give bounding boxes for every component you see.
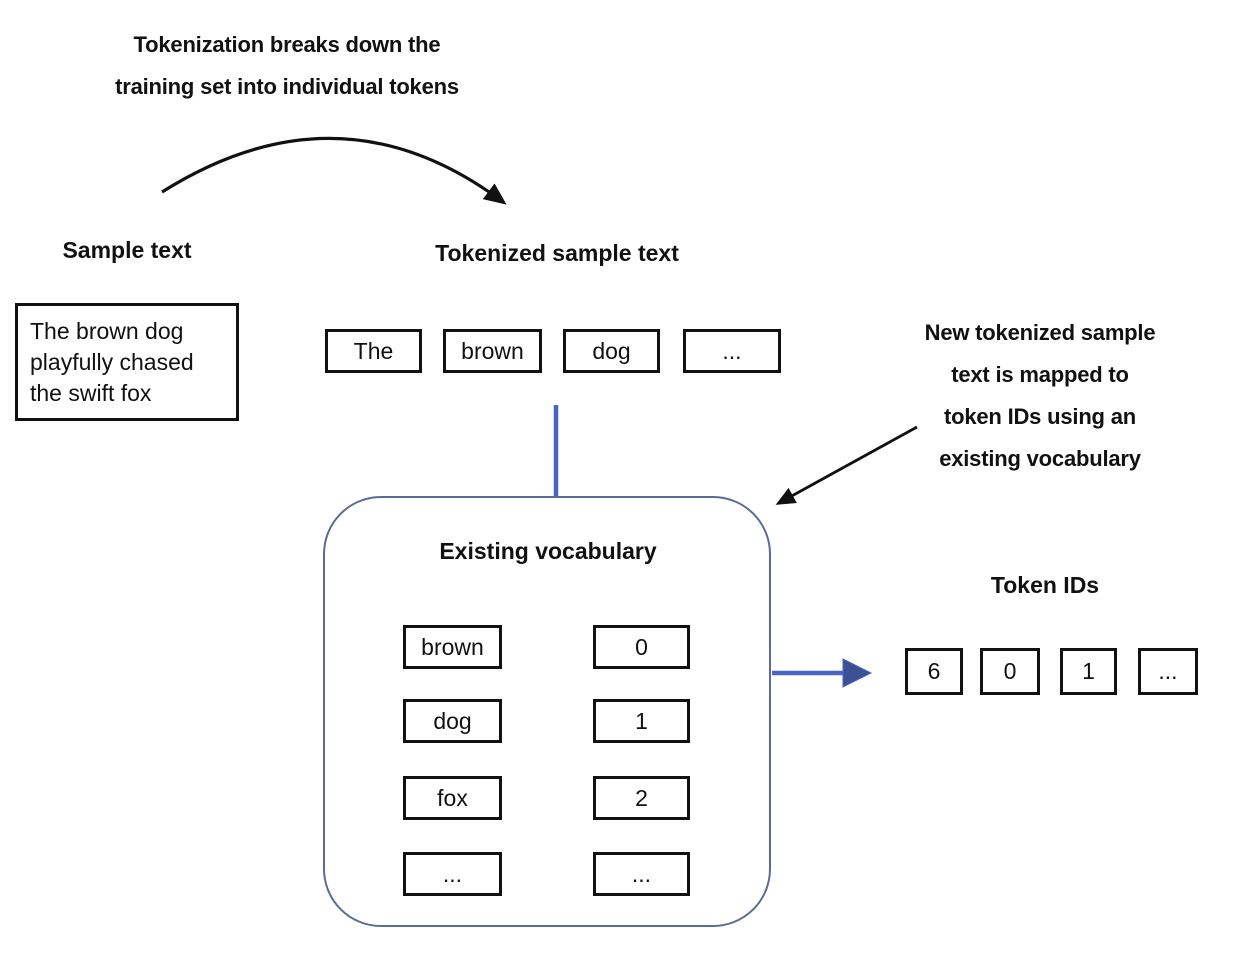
- existing-vocabulary-container: [323, 496, 771, 927]
- token-label: brown: [461, 337, 524, 364]
- sample-text-box: The brown dog playfully chased the swift…: [15, 303, 239, 421]
- sample-text-content: The brown dog playfully chased the swift…: [30, 318, 194, 406]
- vocab-token-label: ...: [442, 860, 463, 887]
- vocab-token-box-fox: fox: [403, 776, 502, 820]
- token-box-the: The: [325, 329, 422, 373]
- vocab-id-box-2: 2: [593, 776, 690, 820]
- token-id-box-6: 6: [905, 648, 963, 695]
- vocab-to-ids-arrowhead: [842, 658, 873, 688]
- vocab-id-label: ...: [631, 860, 652, 887]
- token-id-label: 0: [1003, 658, 1017, 684]
- token-label: The: [353, 337, 394, 364]
- vocab-token-box-dog: dog: [403, 699, 502, 743]
- token-id-label: 1: [1082, 658, 1095, 684]
- token-id-label: 6: [927, 658, 941, 684]
- token-box-brown: brown: [443, 329, 542, 373]
- curved-tokenization-arrow: [161, 136, 507, 205]
- vocab-id-label: 0: [635, 633, 648, 660]
- token-label: ...: [722, 337, 742, 364]
- vocab-id-box-ellipsis: ...: [593, 852, 690, 896]
- token-id-label: ...: [1158, 658, 1178, 684]
- annotation-to-vocab-arrow: [775, 425, 918, 505]
- vocab-token-box-ellipsis: ...: [403, 852, 502, 896]
- top-annotation-line1: Tokenization breaks down the: [133, 32, 441, 57]
- token-id-box-0: 0: [980, 648, 1040, 695]
- token-id-box-1: 1: [1060, 648, 1117, 695]
- right-annotation-line2: text is mapped to: [951, 362, 1129, 387]
- vocab-token-label: dog: [433, 707, 472, 734]
- existing-vocabulary-heading: Existing vocabulary: [439, 538, 657, 564]
- token-box-ellipsis: ...: [683, 329, 781, 373]
- token-id-box-ellipsis: ...: [1138, 648, 1198, 695]
- top-annotation-line2: training set into individual tokens: [115, 74, 459, 99]
- token-label: dog: [592, 337, 631, 364]
- vocab-id-label: 2: [635, 784, 648, 811]
- token-box-dog: dog: [563, 329, 660, 373]
- vocab-token-label: brown: [421, 633, 484, 660]
- sample-text-heading: Sample text: [62, 237, 192, 263]
- vocab-token-label: fox: [437, 784, 468, 811]
- vocab-id-box-0: 0: [593, 625, 690, 669]
- tokenized-sample-heading: Tokenized sample text: [435, 240, 679, 266]
- right-annotation-line3: token IDs using an: [944, 404, 1136, 429]
- vocab-token-box-brown: brown: [403, 625, 502, 669]
- right-annotation: New tokenized sample text is mapped to t…: [925, 312, 1156, 480]
- right-annotation-line4: existing vocabulary: [939, 446, 1141, 471]
- vocab-id-label: 1: [635, 707, 648, 734]
- token-ids-heading: Token IDs: [990, 572, 1100, 598]
- vocab-id-box-1: 1: [593, 699, 690, 743]
- top-annotation: Tokenization breaks down the training se…: [115, 24, 459, 108]
- right-annotation-line1: New tokenized sample: [924, 320, 1156, 345]
